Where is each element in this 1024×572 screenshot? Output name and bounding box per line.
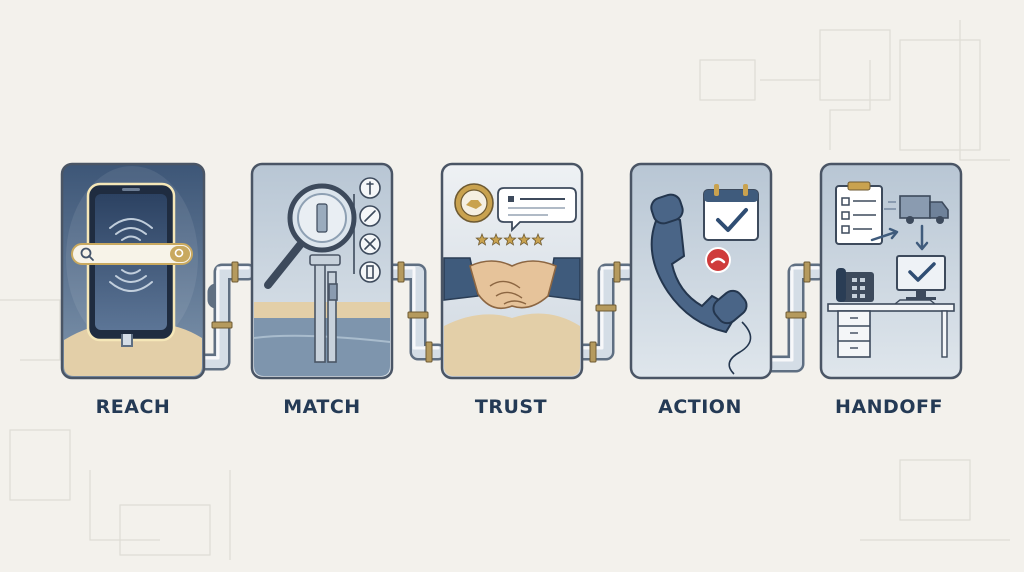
chat-bubble-icon xyxy=(497,187,577,233)
stage-label-reach: REACH xyxy=(95,396,171,418)
search-bar-icon xyxy=(71,243,193,265)
calendar-check-icon xyxy=(703,184,759,241)
star-icon xyxy=(489,232,503,246)
handshake-icon xyxy=(443,257,581,310)
call-button-icon xyxy=(705,247,731,273)
stage-card-match xyxy=(250,162,394,380)
stage-label-trust: TRUST xyxy=(474,396,548,418)
desk-phone-icon xyxy=(836,268,874,302)
magnifier-icon xyxy=(264,183,357,289)
tool-icons-column xyxy=(353,177,381,283)
flow-arrows xyxy=(870,224,929,251)
stage-card-reach xyxy=(60,162,206,380)
signal-waves-icon xyxy=(109,218,153,292)
clipboard-checklist-icon xyxy=(835,181,883,245)
star-icon xyxy=(517,232,531,246)
background-blueprint xyxy=(0,20,1010,560)
star-icon xyxy=(531,232,545,246)
stage-label-action: ACTION xyxy=(658,396,742,418)
sand-dune xyxy=(444,313,580,376)
star-rating-icon xyxy=(475,232,545,246)
award-badge-icon xyxy=(454,183,494,223)
phone-handset-icon xyxy=(650,193,752,375)
pipe-icon xyxy=(359,261,381,283)
star-icon xyxy=(503,232,517,246)
well-pump-icon xyxy=(309,254,341,363)
stage-label-handoff: HANDOFF xyxy=(835,396,943,418)
monitor-check-icon xyxy=(896,255,946,300)
office-desk-icon xyxy=(827,299,955,358)
stage-card-action xyxy=(629,162,773,380)
stage-card-handoff xyxy=(819,162,963,380)
star-icon xyxy=(475,232,489,246)
delivery-truck-icon xyxy=(884,195,949,224)
stage-label-match: MATCH xyxy=(283,396,361,418)
stage-card-trust xyxy=(440,162,584,380)
